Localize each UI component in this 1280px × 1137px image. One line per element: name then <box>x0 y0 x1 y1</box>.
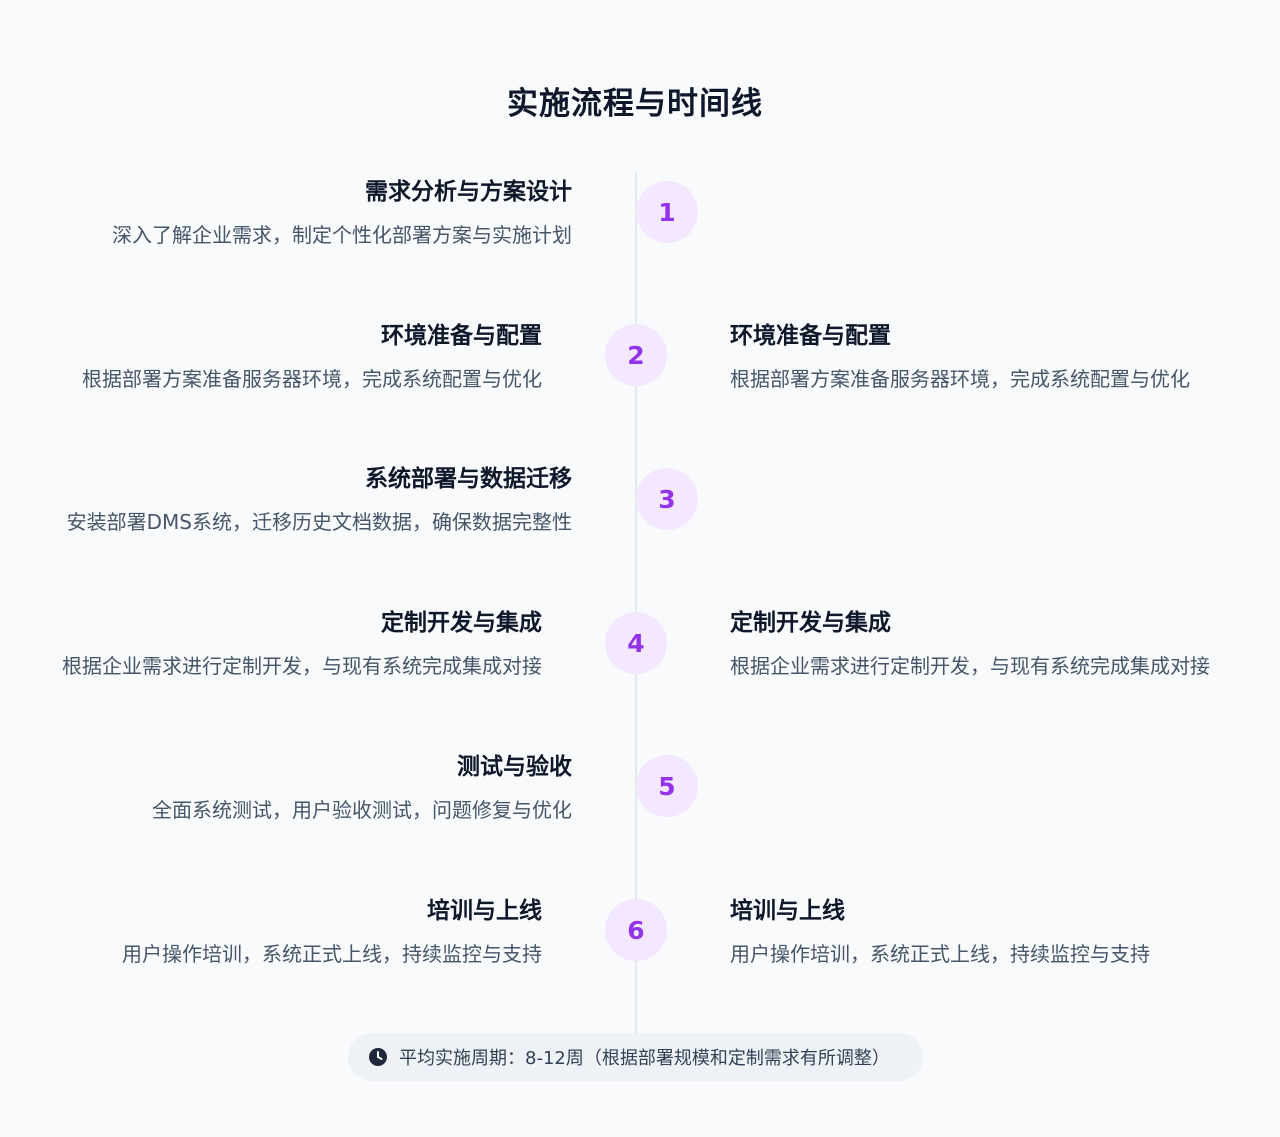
step-description: 深入了解企业需求，制定个性化部署方案与实施计划 <box>112 223 572 247</box>
step-number-badge: 1 <box>636 181 698 243</box>
step-description: 用户操作培训，系统正式上线，持续监控与支持 <box>730 942 1150 966</box>
step-title: 系统部署与数据迁移 <box>365 466 572 492</box>
step-title: 环境准备与配置 <box>730 323 891 349</box>
step-description: 根据部署方案准备服务器环境，完成系统配置与优化 <box>730 367 1190 391</box>
step-number-badge: 2 <box>605 324 667 386</box>
note-text: 平均实施周期：8-12周（根据部署规模和定制需求有所调整） <box>399 1048 890 1069</box>
timeline-step-6-right: 培训与上线 用户操作培训，系统正式上线，持续监控与支持 <box>730 896 1150 968</box>
step-title: 需求分析与方案设计 <box>365 179 572 205</box>
step-description: 用户操作培训，系统正式上线，持续监控与支持 <box>122 942 542 966</box>
step-description: 全面系统测试，用户验收测试，问题修复与优化 <box>152 798 572 822</box>
step-title: 环境准备与配置 <box>381 323 542 349</box>
timeline-step-1-left: 需求分析与方案设计 深入了解企业需求，制定个性化部署方案与实施计划 <box>112 177 572 249</box>
page-title: 实施流程与时间线 <box>507 86 763 122</box>
timeline-step-3-left: 系统部署与数据迁移 安装部署DMS系统，迁移历史文档数据，确保数据完整性 <box>67 464 572 536</box>
step-title: 定制开发与集成 <box>381 610 542 636</box>
step-number-badge: 4 <box>605 612 667 674</box>
step-description: 安装部署DMS系统，迁移历史文档数据，确保数据完整性 <box>66 510 572 534</box>
step-title: 培训与上线 <box>427 898 542 924</box>
step-description: 根据企业需求进行定制开发，与现有系统完成集成对接 <box>730 654 1210 678</box>
step-description: 根据部署方案准备服务器环境，完成系统配置与优化 <box>82 367 542 391</box>
step-number-badge: 3 <box>636 468 698 530</box>
timeline-step-2-right: 环境准备与配置 根据部署方案准备服务器环境，完成系统配置与优化 <box>730 321 1190 393</box>
step-description: 根据企业需求进行定制开发，与现有系统完成集成对接 <box>62 654 542 678</box>
step-title: 培训与上线 <box>730 898 845 924</box>
timeline-step-4-left: 定制开发与集成 根据企业需求进行定制开发，与现有系统完成集成对接 <box>62 608 542 680</box>
clock-icon <box>368 1047 388 1067</box>
step-number-badge: 6 <box>605 899 667 961</box>
step-title: 定制开发与集成 <box>730 610 891 636</box>
timeline-step-2-left: 环境准备与配置 根据部署方案准备服务器环境，完成系统配置与优化 <box>82 321 542 393</box>
step-number-badge: 5 <box>636 755 698 817</box>
implementation-duration-note: 平均实施周期：8-12周（根据部署规模和定制需求有所调整） <box>348 1033 923 1081</box>
timeline-step-6-left: 培训与上线 用户操作培训，系统正式上线，持续监控与支持 <box>122 896 542 968</box>
timeline-step-4-right: 定制开发与集成 根据企业需求进行定制开发，与现有系统完成集成对接 <box>730 608 1210 680</box>
step-title: 测试与验收 <box>457 754 572 780</box>
timeline-step-5-left: 测试与验收 全面系统测试，用户验收测试，问题修复与优化 <box>152 752 572 824</box>
